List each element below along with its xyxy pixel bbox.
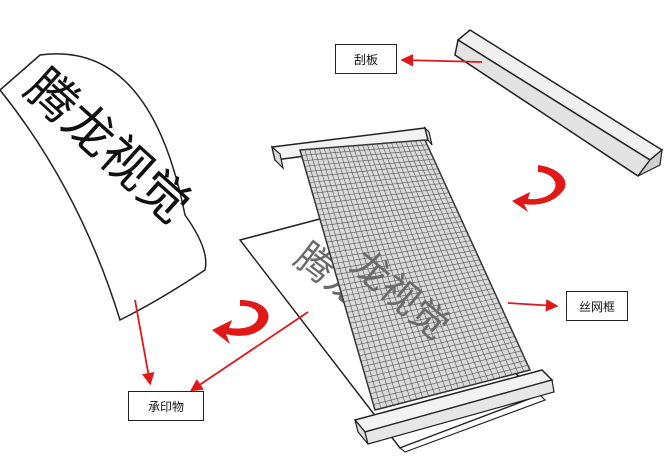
arrow-sheet-to-substrate-label bbox=[189, 311, 309, 392]
scraper-bar bbox=[454, 29, 664, 178]
film-positive bbox=[0, 53, 207, 322]
motion-arrow-right bbox=[512, 165, 566, 212]
screen-frame-label: 丝网框 bbox=[566, 291, 628, 321]
arrow-to-frame-label bbox=[507, 299, 559, 312]
arrow-film-to-substrate-label bbox=[134, 299, 155, 386]
substrate-label: 承印物 bbox=[128, 391, 204, 421]
scraper-label: 刮板 bbox=[335, 44, 397, 74]
arrow-to-scraper-label bbox=[400, 53, 483, 67]
screen-frame-bottom-bar bbox=[353, 369, 555, 445]
motion-arrow-left bbox=[212, 300, 269, 344]
screen-mesh: 龙视觉 bbox=[299, 139, 532, 411]
